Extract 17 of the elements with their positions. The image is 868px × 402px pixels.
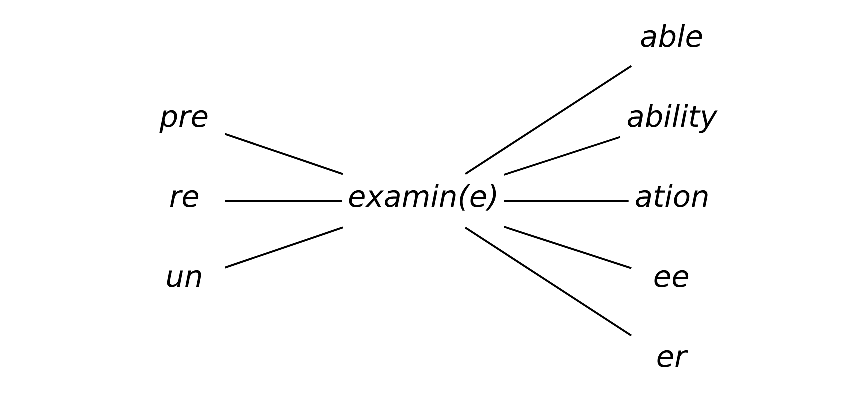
node-text: re (169, 178, 200, 214)
connector (504, 136, 621, 176)
node-text: able (640, 18, 704, 54)
node-text: pre (160, 98, 209, 134)
node-text: un (166, 258, 204, 294)
connector (224, 226, 344, 269)
node-text: ability (626, 98, 718, 134)
connector (465, 227, 632, 337)
connector (504, 200, 629, 202)
connector (465, 65, 632, 175)
connector (504, 226, 632, 270)
node-text: ee (653, 258, 690, 294)
connector (224, 133, 344, 176)
node-text: ation (634, 178, 710, 214)
node-text: er (656, 339, 687, 374)
node-text: examin(e) (348, 178, 500, 214)
connector (225, 200, 342, 202)
